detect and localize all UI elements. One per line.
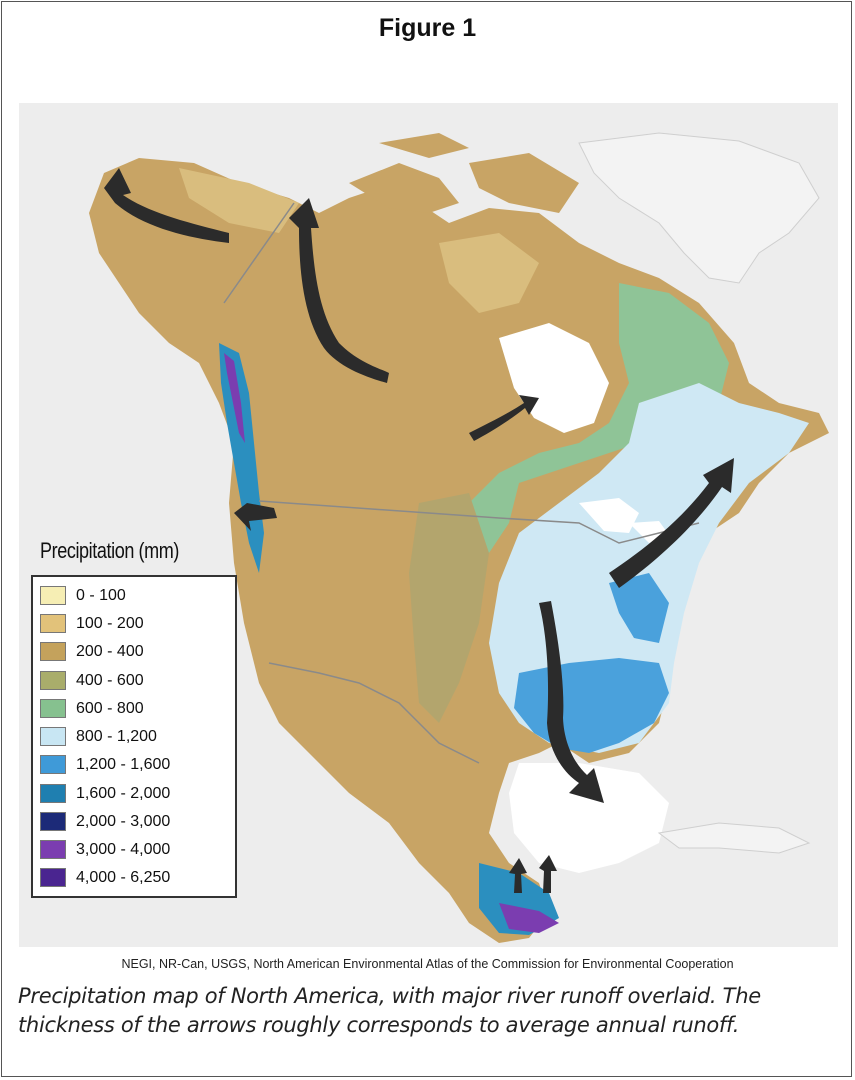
figure-caption: Precipitation map of North America, with… (18, 982, 848, 1040)
rio-grande-arrow (509, 858, 527, 893)
columbia-river-arrow (234, 503, 277, 531)
legend-swatch (40, 755, 66, 774)
legend-label: 600 - 800 (76, 699, 144, 717)
precipitation-legend: 0 - 100 100 - 200 200 - 400 400 - 600 60… (31, 575, 237, 898)
figure-title: Figure 1 (378, 14, 477, 42)
legend-label: 100 - 200 (76, 614, 144, 632)
st-lawrence-river-arrow (609, 458, 734, 588)
legend-swatch (40, 671, 66, 690)
legend-label: 3,000 - 4,000 (76, 840, 171, 858)
legend-swatch (40, 614, 66, 633)
legend-swatch (40, 784, 66, 803)
legend-swatch (40, 699, 66, 718)
legend-item: 100 - 200 (40, 613, 144, 634)
great-lakes (579, 498, 669, 543)
legend-label: 800 - 1,200 (76, 727, 157, 745)
legend-label: 1,600 - 2,000 (76, 784, 171, 802)
legend-label: 200 - 400 (76, 642, 144, 660)
nelson-river-arrow (469, 395, 539, 441)
mexico-purple-zone (499, 903, 559, 933)
caribbean-islands (657, 822, 811, 854)
pacific-coast-purple (224, 353, 245, 443)
legend-item: 600 - 800 (40, 698, 144, 719)
yukon-river-arrow (104, 168, 229, 243)
legend-item: 400 - 600 (40, 670, 144, 691)
legend-swatch (40, 586, 66, 605)
legend-swatch (40, 642, 66, 661)
caption-line: thickness of the arrows roughly correspo… (18, 1013, 740, 1037)
legend-item: 1,200 - 1,600 (40, 754, 170, 775)
legend-item: 3,000 - 4,000 (40, 839, 170, 860)
legend-label: 0 - 100 (76, 586, 126, 604)
legend-title: Precipitation (mm) (40, 538, 179, 563)
light-tan-zone (179, 168, 539, 313)
moderate-green-zone (459, 283, 729, 553)
mackenzie-river-arrow (289, 198, 389, 383)
legend-swatch (40, 840, 66, 859)
steppe-olive-zone (409, 493, 489, 723)
legend-label: 4,000 - 6,250 (76, 868, 171, 886)
gulf-of-mexico (509, 763, 669, 873)
legend-item: 200 - 400 (40, 641, 144, 662)
legend-swatch (40, 727, 66, 746)
arctic-islands (349, 133, 579, 213)
caption-line: Precipitation map of North America, with… (18, 984, 761, 1008)
runoff-arrows (104, 168, 734, 893)
legend-label: 2,000 - 3,000 (76, 812, 171, 830)
legend-item: 1,600 - 2,000 (40, 783, 170, 804)
legend-label: 1,200 - 1,600 (76, 755, 171, 773)
legend-item: 2,000 - 3,000 (40, 811, 170, 832)
greenland (578, 132, 820, 284)
legend-item: 800 - 1,200 (40, 726, 157, 747)
mississippi-river-arrow (539, 601, 604, 803)
legend-swatch (40, 868, 66, 887)
legend-item: 0 - 100 (40, 585, 126, 606)
usumacinta-arrow (539, 855, 557, 893)
source-credit: NEGI, NR-Can, USGS, North American Envir… (121, 957, 734, 971)
legend-swatch (40, 812, 66, 831)
legend-item: 4,000 - 6,250 (40, 867, 170, 888)
legend-label: 400 - 600 (76, 671, 144, 689)
